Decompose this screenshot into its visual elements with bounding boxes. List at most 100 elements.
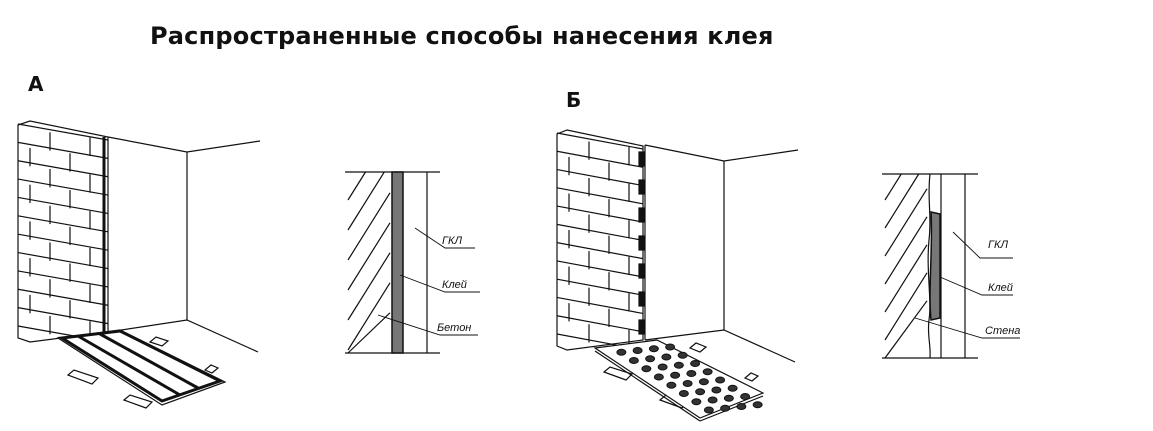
leader-glue: [399, 274, 480, 293]
label-board-b: ГКЛ: [988, 239, 1008, 251]
glue-dab: [698, 378, 709, 386]
brick-course-line: [556, 150, 644, 168]
glue-dab: [740, 393, 751, 400]
brick-course-line: [17, 215, 109, 233]
glue-dab: [720, 404, 731, 412]
label-base-b: Стена: [985, 325, 1020, 337]
hatch-line: [884, 272, 928, 341]
label-glue-a: Клей: [442, 279, 467, 291]
brick-course-line: [556, 296, 644, 315]
glue-dab: [678, 390, 689, 397]
brick-course-line: [17, 288, 109, 306]
brick-course-line: [556, 223, 644, 241]
figure-a-brick-wall: [17, 123, 109, 343]
wall-hatch: [884, 173, 928, 359]
glue-dab: [673, 361, 684, 369]
glue-layer: [391, 171, 404, 354]
label-base-a: Бетон: [437, 322, 471, 334]
leader-base: [914, 317, 1020, 339]
glue-dab: [703, 406, 714, 414]
glue-dab: [632, 347, 643, 354]
brick-course-line: [556, 187, 644, 205]
brick-course-line: [556, 260, 644, 278]
hatch-line: [884, 188, 928, 257]
glue-dab: [638, 319, 645, 335]
hatch-line: [347, 171, 385, 231]
brick-course-line: [556, 242, 644, 260]
brick-course-line: [17, 233, 109, 251]
brick-course-line: [17, 178, 109, 196]
glue-dab: [682, 380, 693, 387]
brick-course-line: [17, 270, 109, 288]
glue-dab: [638, 207, 645, 223]
brick-course-line: [17, 307, 109, 325]
glue-dab: [641, 365, 652, 373]
leader-base: [377, 314, 478, 336]
glue-dab: [691, 398, 702, 406]
hatch-line: [347, 192, 391, 261]
glue-dab: [723, 394, 734, 402]
glue-dab: [677, 351, 688, 359]
brick-course-line: [556, 205, 644, 223]
hatch-line: [884, 216, 928, 285]
glue-dab: [648, 345, 659, 353]
glue-dab: [638, 235, 645, 251]
brick-course-line: [556, 168, 644, 187]
brick-course-line: [17, 251, 109, 270]
glue-dab: [695, 388, 706, 396]
wall-glue-dabs: [638, 151, 645, 335]
figure-b-section: [882, 173, 1020, 359]
figure-b-letter: Б: [566, 88, 582, 112]
hatch-line: [347, 312, 391, 354]
hatch-line: [884, 173, 902, 201]
label-board-a: ГКЛ: [442, 235, 462, 247]
glue-dab-section: [929, 211, 941, 321]
hatch-line: [347, 282, 391, 351]
leader-board: [414, 227, 475, 249]
glue-dab: [686, 370, 697, 377]
glue-dab: [736, 403, 747, 410]
glue-dab: [638, 291, 645, 307]
glue-dab: [638, 179, 645, 195]
glue-dab: [666, 381, 677, 389]
figure-a-room: [17, 120, 261, 353]
glue-dab: [616, 348, 627, 356]
figure-a-panel-frame: [56, 329, 227, 409]
brick-course-line: [17, 141, 109, 159]
glue-dab: [645, 355, 656, 363]
glue-dab: [752, 401, 763, 409]
hatch-line: [347, 171, 367, 201]
leader-glue: [939, 276, 1013, 296]
label-glue-b: Клей: [988, 282, 1013, 294]
figure-b-room: [556, 129, 799, 363]
glue-dab: [707, 396, 718, 404]
concrete-hatch: [347, 171, 391, 354]
diagram-title: Распространенные способы нанесения клея: [150, 22, 774, 50]
hatch-line: [884, 173, 920, 229]
glue-dab: [638, 151, 645, 167]
glue-dab: [711, 386, 722, 394]
glue-dab: [670, 371, 681, 379]
glue-dab: [638, 263, 645, 279]
glue-dab: [690, 360, 701, 367]
brick-course-line: [556, 132, 644, 150]
brick-course-line: [17, 160, 109, 178]
hatch-line: [884, 244, 928, 313]
glue-dab: [727, 384, 738, 392]
hatch-line: [884, 300, 928, 359]
glue-dab: [702, 368, 713, 376]
glue-dab: [653, 373, 664, 381]
glue-dab: [661, 353, 672, 361]
glue-dab: [628, 357, 639, 364]
hatch-line: [347, 252, 391, 321]
glue-dab: [665, 343, 676, 351]
brick-course-line: [556, 278, 644, 296]
figure-b-panel: [593, 339, 765, 422]
brick-course-line: [17, 196, 109, 215]
glue-dab: [657, 363, 668, 371]
figure-a-letter: А: [28, 72, 44, 96]
figure-a-section: [345, 171, 480, 354]
brick-course-line: [17, 123, 109, 141]
brick-course-line: [556, 315, 644, 333]
